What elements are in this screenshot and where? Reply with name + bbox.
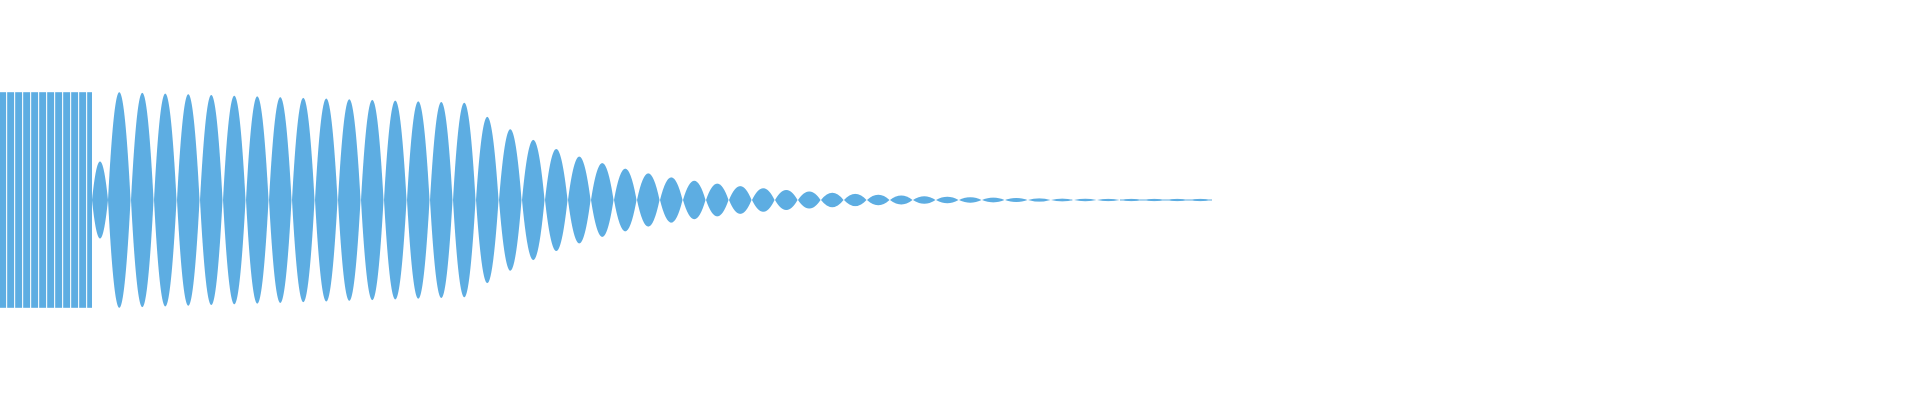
wave-lobe-9 — [292, 97, 315, 303]
wave-lobe-26 — [683, 180, 706, 220]
wave-lobe-8 — [269, 97, 292, 303]
wave-lobe-46 — [1143, 198, 1166, 202]
wave-lobe-41 — [1028, 198, 1051, 202]
burst-gap-3 — [30, 90, 32, 310]
wave-lobe-6 — [223, 95, 246, 305]
wave-lobe-22 — [591, 163, 614, 237]
burst-gap-1 — [14, 90, 16, 310]
wave-lobe-20 — [545, 148, 568, 252]
wave-lobe-39 — [982, 197, 1005, 203]
wave-lobe-29 — [752, 188, 775, 212]
burst-gap-7 — [62, 90, 64, 310]
wave-lobe-31 — [798, 191, 821, 209]
wave-lobe-23 — [614, 168, 637, 232]
wave-lobe-34 — [867, 194, 890, 206]
wave-lobe-16 — [453, 102, 476, 298]
wave-lobe-13 — [384, 100, 407, 300]
waveform-shape-group — [0, 90, 1212, 310]
wave-lobe-35 — [890, 195, 913, 205]
wave-lobe-28 — [729, 186, 752, 214]
wave-lobe-12 — [361, 99, 384, 301]
wave-lobe-38 — [959, 197, 982, 203]
wave-lobe-24 — [637, 173, 660, 227]
wave-lobe-7 — [246, 96, 269, 304]
wave-lobe-11 — [338, 99, 361, 301]
wave-lobe-30 — [775, 189, 798, 211]
wave-lobe-17 — [476, 116, 499, 284]
wave-lobe-2 — [131, 92, 154, 308]
wave-lobe-36 — [913, 196, 936, 204]
wave-lobe-37 — [936, 196, 959, 204]
wave-lobe-27 — [706, 183, 729, 217]
wave-lobe-1 — [108, 92, 131, 308]
burst-gap-8 — [70, 90, 72, 310]
wave-lobe-14 — [407, 101, 430, 299]
wave-lobe-5 — [200, 95, 223, 305]
burst-gap-10 — [86, 90, 88, 310]
wave-lobe-33 — [844, 193, 867, 207]
burst-gap-9 — [78, 90, 80, 310]
wave-lobe-3 — [154, 93, 177, 307]
burst-gap-6 — [54, 90, 56, 310]
burst-gap-5 — [46, 90, 48, 310]
wave-lobe-4 — [177, 94, 200, 306]
burst-gap-2 — [22, 90, 24, 310]
dip-lobe-0 — [92, 161, 108, 239]
burst-gap-4 — [38, 90, 40, 310]
wave-lobe-32 — [821, 192, 844, 208]
burst-gap-0 — [6, 90, 8, 310]
wave-lobe-40 — [1005, 198, 1028, 202]
wave-lobe-21 — [568, 156, 591, 244]
wave-lobe-19 — [522, 139, 545, 261]
wave-lobe-18 — [499, 129, 522, 271]
wave-lobe-25 — [660, 177, 683, 223]
wave-lobe-10 — [315, 98, 338, 302]
wave-lobe-15 — [430, 102, 453, 298]
wave-lobe-47 — [1166, 198, 1189, 202]
